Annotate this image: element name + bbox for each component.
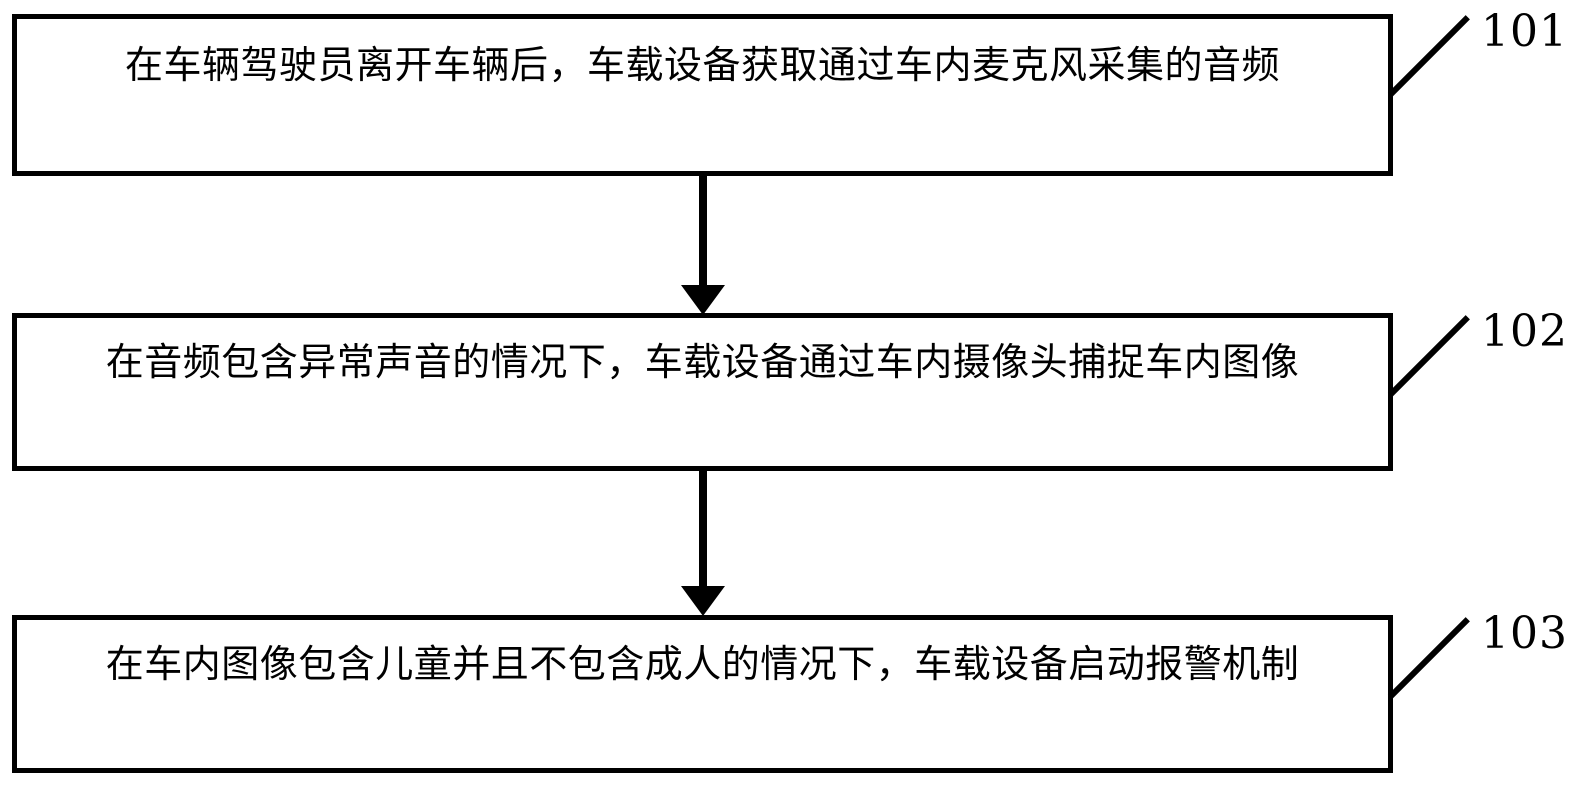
process-box-102: 在音频包含异常声音的情况下，车载设备通过车内摄像头捕捉车内图像: [12, 313, 1393, 471]
leader-line-101: [1387, 15, 1470, 98]
process-box-101-text: 在车辆驾驶员离开车辆后，车载设备获取通过车内麦克风采集的音频: [124, 43, 1280, 87]
arrowhead-icon-102-to-103: [681, 586, 725, 616]
reference-number-103: 103: [1481, 608, 1568, 659]
process-box-103: 在车内图像包含儿童并且不包含成人的情况下，车载设备启动报警机制: [12, 615, 1393, 773]
leader-line-103: [1387, 617, 1470, 700]
reference-number-101: 101: [1481, 6, 1568, 57]
connector-line-102-to-103: [699, 471, 707, 593]
process-box-101: 在车辆驾驶员离开车辆后，车载设备获取通过车内麦克风采集的音频: [12, 14, 1393, 176]
leader-line-102: [1387, 315, 1470, 398]
connector-line-101-to-102: [699, 176, 707, 292]
reference-number-102: 102: [1481, 306, 1568, 357]
arrowhead-icon-101-to-102: [681, 285, 725, 315]
process-box-103-text: 在车内图像包含儿童并且不包含成人的情况下，车载设备启动报警机制: [105, 642, 1300, 686]
process-box-102-text: 在音频包含异常声音的情况下，车载设备通过车内摄像头捕捉车内图像: [105, 340, 1300, 384]
